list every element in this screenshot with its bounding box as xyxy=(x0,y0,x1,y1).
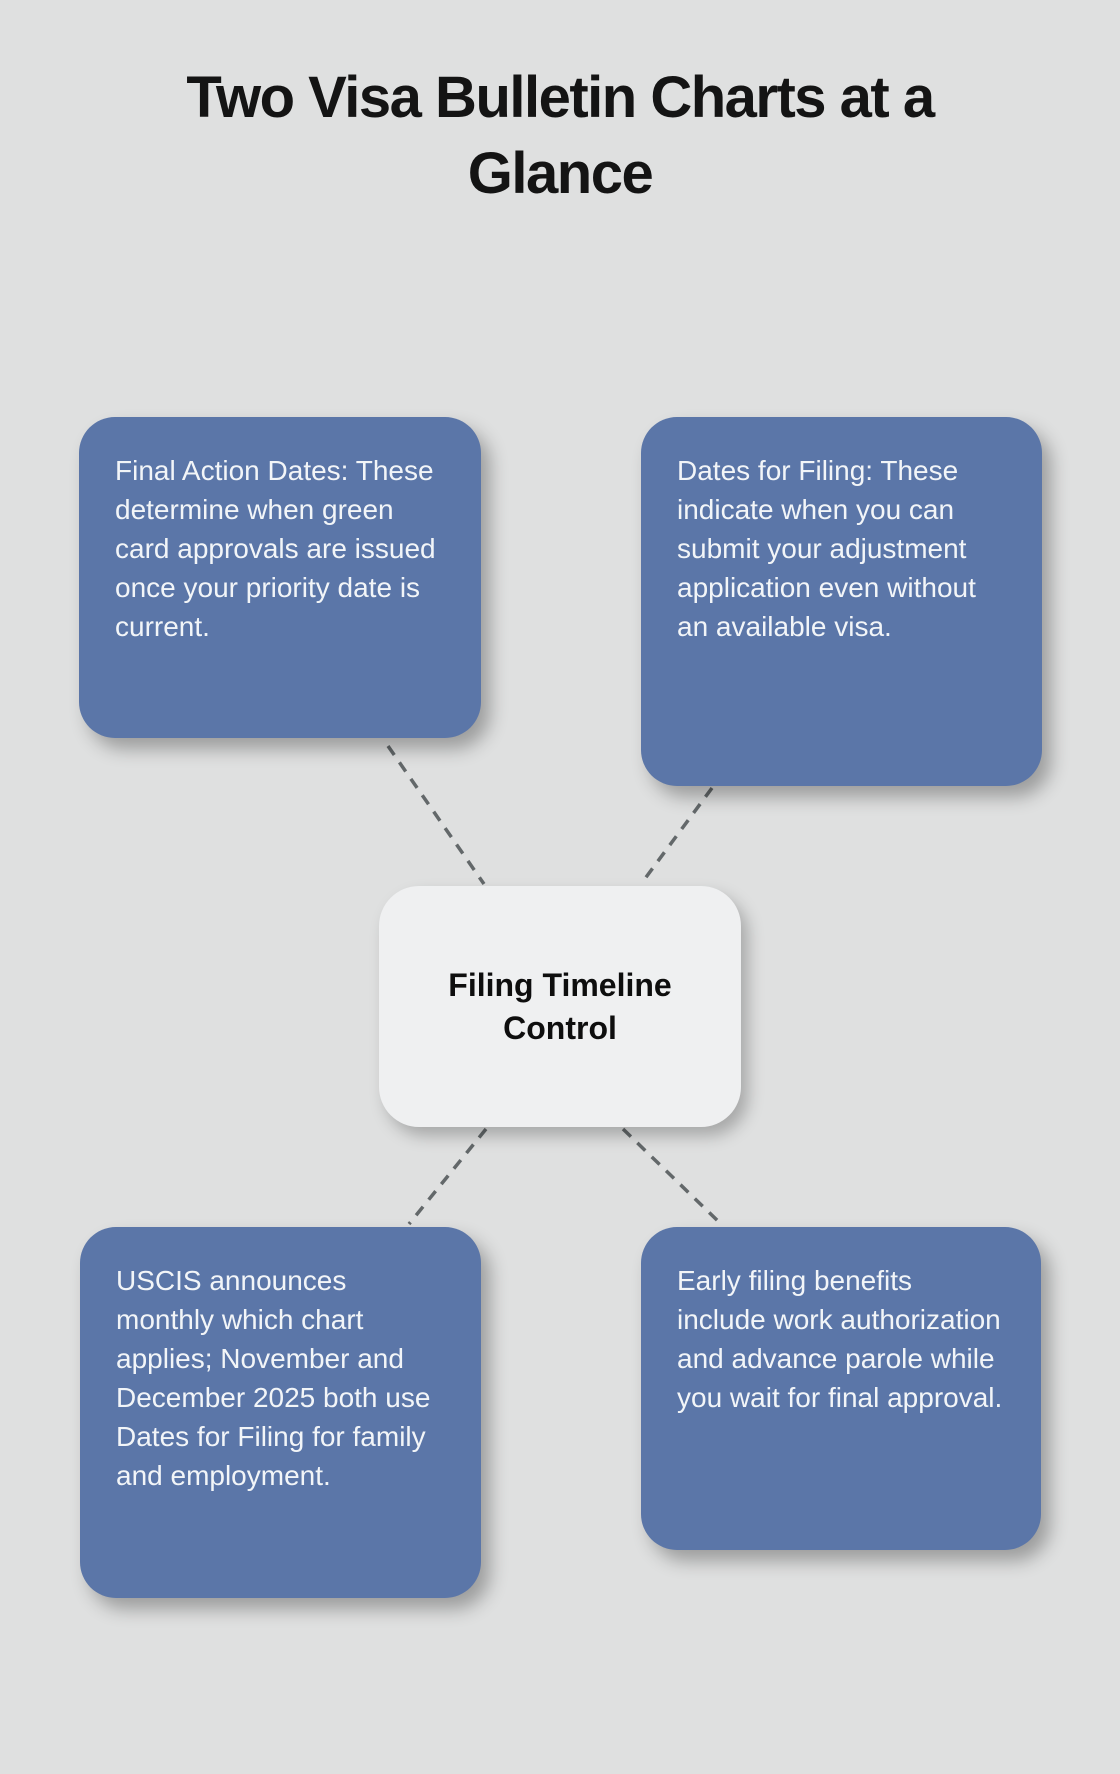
info-box-final-action-dates: Final Action Dates: These determine when… xyxy=(79,417,481,738)
connector-bottom-left xyxy=(407,1127,488,1226)
info-box-text: Final Action Dates: These determine when… xyxy=(115,455,436,642)
info-box-early-filing-benefits: Early filing benefits include work autho… xyxy=(641,1227,1041,1550)
connector-bottom-right xyxy=(621,1127,723,1226)
info-box-text: Early filing benefits include work autho… xyxy=(677,1265,1003,1413)
page-title: Two Visa Bulletin Charts at a Glance xyxy=(186,65,935,206)
info-box-text: USCIS announces monthly which chart appl… xyxy=(116,1265,431,1491)
info-box-text: Dates for Filing: These indicate when yo… xyxy=(677,455,976,642)
center-node-label: Filing Timeline Control xyxy=(448,966,672,1046)
center-node: Filing Timeline Control xyxy=(379,886,741,1127)
connector-top-right xyxy=(639,786,714,886)
connector-top-left xyxy=(386,745,486,885)
info-box-dates-for-filing: Dates for Filing: These indicate when yo… xyxy=(641,417,1042,786)
info-box-uscis-monthly-chart: USCIS announces monthly which chart appl… xyxy=(80,1227,481,1598)
